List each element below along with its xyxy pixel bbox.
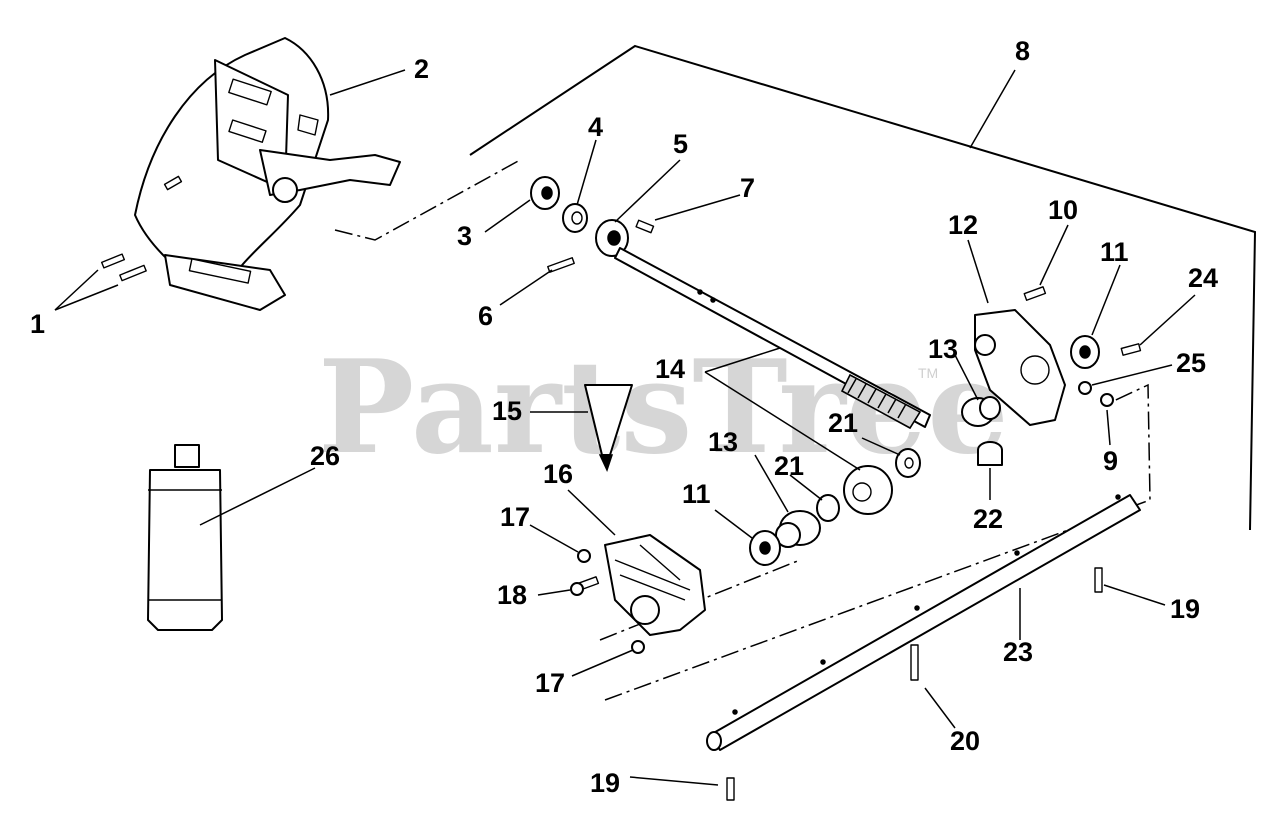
callout-18: 18 [497,580,527,610]
callout-4: 4 [588,112,603,142]
callout-3: 3 [457,221,472,251]
callout-25: 25 [1176,348,1206,378]
grease-tube [584,384,633,473]
chute-alignment-line [334,159,521,241]
callout-14: 14 [655,354,685,384]
screw [1120,343,1142,356]
washer [1078,381,1092,395]
callout-15: 15 [492,396,522,426]
pin [910,644,919,681]
callout-21-left: 21 [774,451,804,481]
callout-10: 10 [1048,195,1078,225]
callout-1: 1 [30,309,45,339]
bolt [570,576,600,596]
callout-26: 26 [310,441,340,471]
callout-19-right: 19 [1170,594,1200,624]
callout-9: 9 [1103,446,1118,476]
callout-20: 20 [950,726,980,756]
gear-housing-left [604,534,706,636]
nut [577,549,591,563]
nut [1100,393,1114,407]
washer [816,494,840,522]
gear-housing-right [974,309,1066,426]
gear-oil-bottle [147,444,223,631]
nut [631,640,645,654]
callout-labels: 1 2 3 4 5 6 7 8 9 10 11 11 12 13 13 14 1… [30,36,1218,798]
callout-11-left: 11 [682,479,711,509]
callout-13-left: 13 [708,427,738,457]
callout-7: 7 [740,173,755,203]
callout-12: 12 [948,210,978,240]
lower-alignment-line [604,383,1151,701]
leader-lines [54,69,1196,786]
discharge-chute [134,37,401,311]
callout-8: 8 [1015,36,1030,66]
worm-shaft [614,247,931,430]
watermark-trademark: TM [918,365,938,381]
callout-19-bottom: 19 [590,768,620,798]
callout-23: 23 [1003,637,1033,667]
callout-16: 16 [543,459,573,489]
pin [726,777,735,801]
key [635,219,655,234]
callout-24: 24 [1188,263,1218,293]
bearing [1070,335,1100,369]
spacer [562,203,588,233]
roll-pin [547,257,575,273]
pin [1094,567,1103,593]
worm-gear [843,465,893,515]
callout-22: 22 [973,504,1003,534]
assembly-bracket-line [469,44,1257,531]
callout-2: 2 [414,54,429,84]
bolt [1023,286,1047,301]
callout-5: 5 [673,129,688,159]
axle-shaft [706,494,1141,751]
bushing [961,396,1001,427]
callout-6: 6 [478,301,493,331]
callout-21-right: 21 [828,408,858,438]
washer-hole [904,457,914,469]
callout-11-right: 11 [1100,237,1129,267]
flange-bushing [977,441,1003,466]
bushing [530,176,560,210]
bushing [775,510,821,548]
pins [100,253,147,282]
bearing [749,530,781,566]
callout-13-right: 13 [928,334,958,364]
callout-17-bottom: 17 [535,668,565,698]
callout-17-top: 17 [500,502,530,532]
